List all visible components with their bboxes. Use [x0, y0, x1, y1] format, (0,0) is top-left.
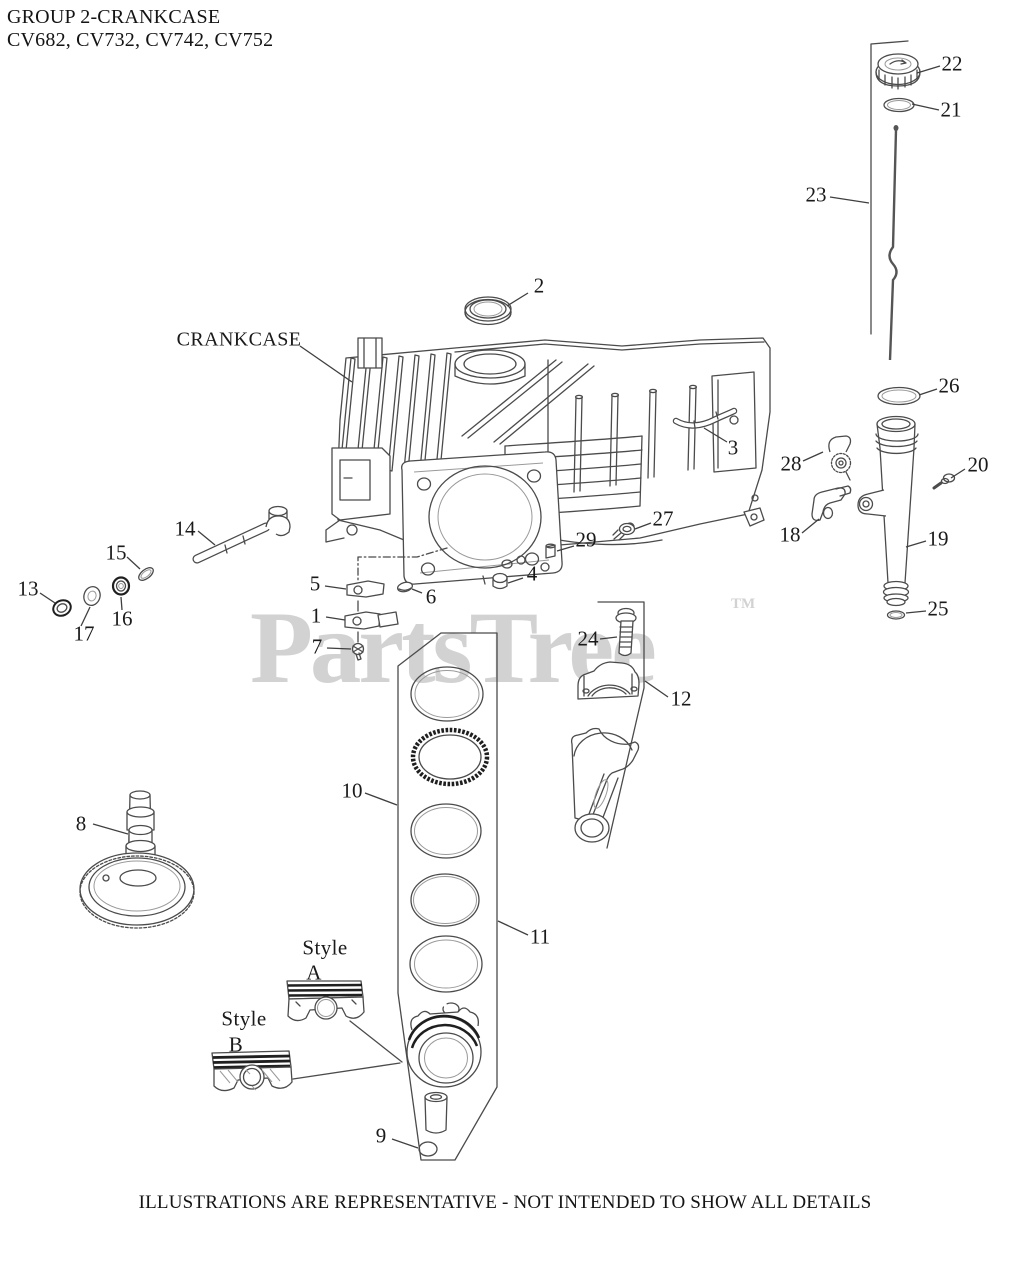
model-list: CV682, CV732, CV742, CV752 [7, 29, 274, 51]
rod-kit-boundary [597, 601, 645, 849]
callout-8: 8 [75, 811, 87, 836]
callout-16: 16 [111, 606, 133, 631]
callout-15: 15 [105, 540, 127, 565]
part-21-oring [883, 97, 915, 113]
part-17-washer [83, 585, 101, 607]
callout-1: 1 [310, 603, 322, 628]
callout-26: 26 [938, 373, 960, 398]
callout-14: 14 [174, 516, 196, 541]
callout-23: 23 [805, 182, 827, 207]
part-20-screw [932, 473, 956, 490]
disclaimer-note: ILLUSTRATIONS ARE REPRESENTATIVE - NOT I… [138, 1192, 872, 1213]
callout-27: 27 [652, 506, 674, 531]
part-24-rod-bolt [615, 607, 637, 657]
callout-21: 21 [940, 97, 962, 122]
part-26-oring [877, 386, 921, 406]
diagram-label-style-b-letter: B [228, 1032, 244, 1057]
ring-kit-boundary [397, 632, 498, 1161]
callout-18: 18 [779, 522, 801, 547]
callout-11: 11 [529, 924, 551, 949]
watermark-tm: TM [731, 596, 756, 612]
callout-20: 20 [967, 452, 989, 477]
diagram-label-style-a-letter: A [306, 960, 322, 985]
callout-4: 4 [526, 561, 538, 586]
style-leader-lines [292, 1020, 403, 1080]
dash-connector [357, 547, 448, 582]
part-10-piston-rings [409, 666, 490, 993]
part-9-ring [418, 1141, 438, 1157]
cylinder-bore-flange [401, 451, 563, 585]
style-b-piston [211, 1050, 293, 1092]
callout-12: 12 [670, 686, 692, 711]
part-18-bracket [811, 485, 852, 522]
callout-22: 22 [941, 51, 963, 76]
diagram-label-crankcase: CRANKCASE [176, 328, 302, 351]
cooling-fins [339, 352, 452, 472]
callout-19: 19 [927, 526, 949, 551]
callout-24: 24 [577, 626, 599, 651]
part-23-dipstick [888, 125, 899, 361]
part-5-clamp [346, 580, 385, 598]
part-15-oring [138, 567, 154, 581]
callout-17: 17 [73, 621, 95, 646]
callout-9: 9 [375, 1123, 387, 1148]
part-25-oring [886, 610, 906, 620]
part-7-screw [351, 642, 365, 661]
side-cover [325, 447, 391, 543]
callout-6: 6 [425, 584, 437, 609]
dipstick-bracket-line [870, 40, 909, 335]
diagram-label-style-a-word: Style [302, 935, 348, 960]
part-14-tube [192, 505, 291, 564]
part-19-oil-fill-tube [857, 415, 919, 607]
callout-29: 29 [575, 527, 597, 552]
head-studs [573, 384, 698, 493]
callout-7: 7 [311, 634, 323, 659]
part-8-camshaft [79, 790, 195, 929]
callout-2: 2 [533, 273, 545, 298]
group-title: GROUP 2-CRANKCASE [7, 6, 221, 28]
part-16-grommet [111, 576, 131, 596]
crankshaft-boss [454, 349, 526, 385]
part-29-pin [545, 543, 556, 559]
part-6-plug [396, 581, 414, 593]
part-13-retaining-ring [52, 599, 72, 617]
callout-5: 5 [309, 571, 321, 596]
diagram-header: GROUP 2-CRANKCASE CV682, CV732, CV742, C… [7, 6, 273, 52]
part-1-clamp [344, 611, 399, 630]
style-a-piston [286, 980, 365, 1022]
callout-10: 10 [341, 778, 363, 803]
connecting-rod [570, 727, 640, 843]
part-22-oil-cap [875, 53, 921, 90]
rod-cap [577, 661, 640, 700]
callout-13: 13 [17, 576, 39, 601]
part-28-bracket [828, 435, 852, 481]
piston-assembly [406, 1002, 482, 1157]
callout-25: 25 [927, 596, 949, 621]
part-4-plug [492, 572, 508, 590]
part-2-oil-seal [464, 296, 512, 326]
part-27-bolt [612, 522, 636, 541]
crankcase-illustration [325, 337, 771, 585]
callout-3: 3 [727, 435, 739, 460]
diagram-label-style-b-word: Style [221, 1006, 267, 1031]
part-3-breather-tube [672, 407, 738, 429]
callout-28: 28 [780, 451, 802, 476]
